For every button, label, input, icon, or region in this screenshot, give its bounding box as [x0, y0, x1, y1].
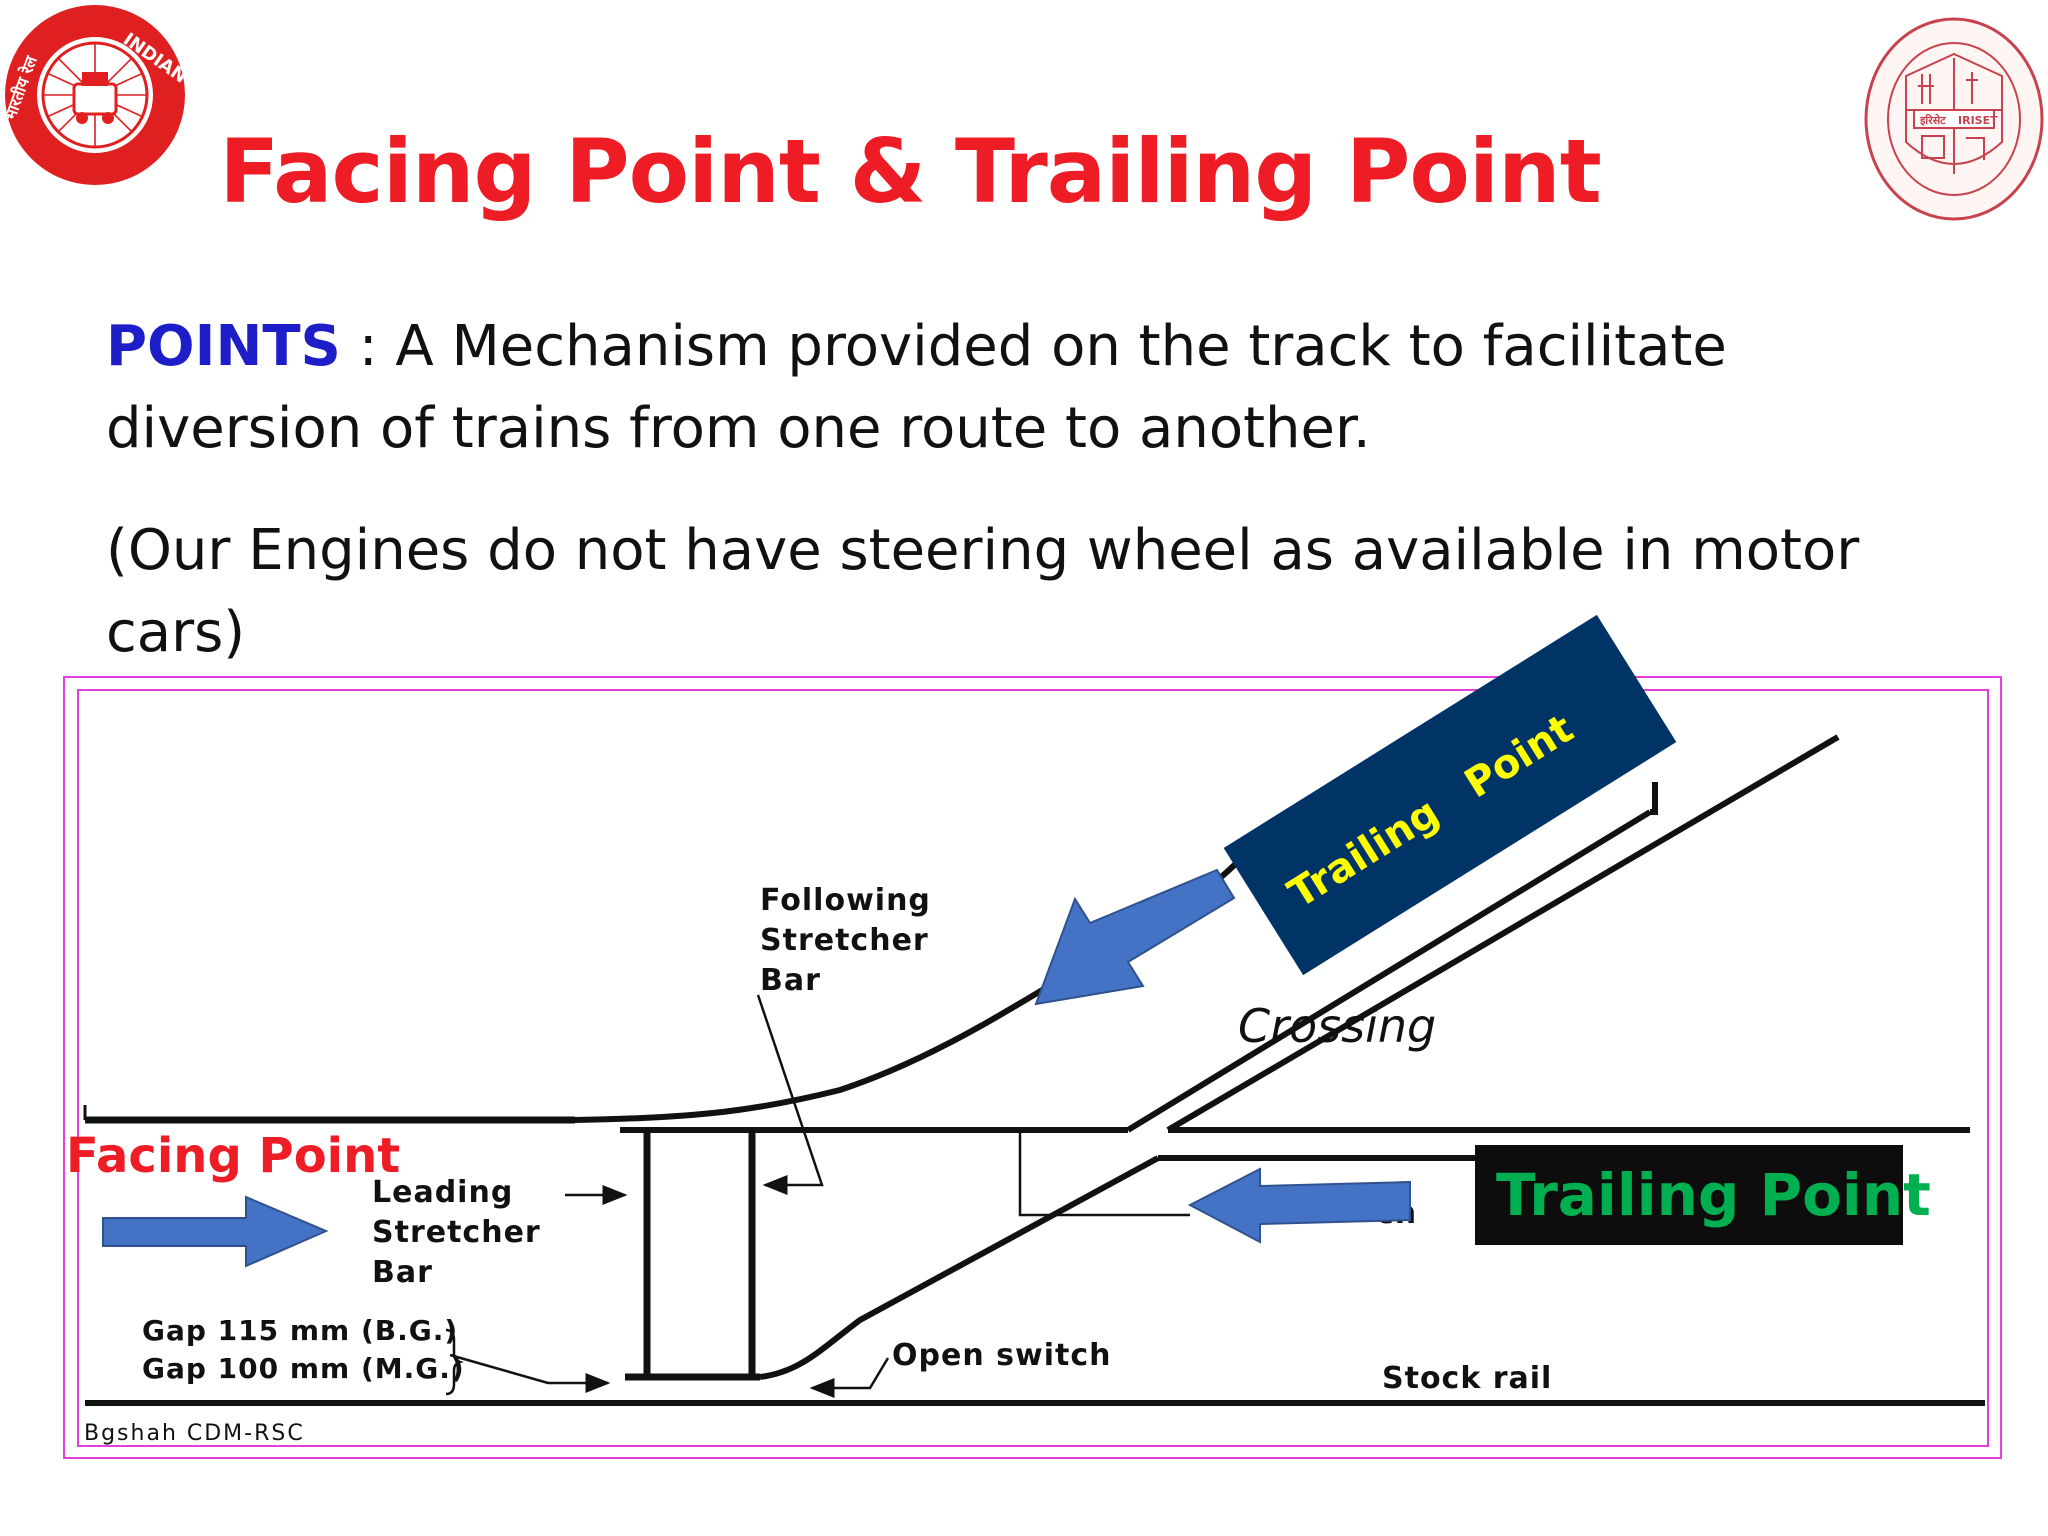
right-logo-hindi: इरिसेट — [1919, 113, 1946, 127]
trailing-direction-arrow-upper — [1034, 868, 1236, 1006]
leading-bar-label-2: Stretcher — [372, 1215, 541, 1250]
following-bar-label-2: Stretcher — [760, 923, 929, 958]
iriset-logo: इरिसेट IRISET — [1862, 14, 2046, 224]
trailing-point-callout: Trailing Point — [1496, 1161, 1931, 1229]
following-bar-label-3: Bar — [760, 963, 821, 998]
right-logo-text: IRISET — [1958, 114, 1998, 127]
crossing-rail-b — [1166, 734, 1840, 1133]
crossing-label: Crossing — [1238, 999, 1436, 1053]
points-term: POINTS — [106, 314, 341, 379]
leading-bar-label-3: Bar — [372, 1255, 433, 1290]
points-definition-text: : A Mechanism provided on the track to f… — [106, 314, 1727, 461]
trailing-point-black-box — [1475, 1145, 1903, 1245]
switch-linkage — [1018, 1130, 1190, 1217]
following-bar-pointer — [756, 994, 824, 1195]
gap-pointer — [449, 1353, 611, 1393]
credit-label: Bgshah CDM-RSC — [84, 1421, 305, 1446]
gap-bg-label: Gap 115 mm (B.G.) — [142, 1314, 458, 1347]
facing-point-callout: Facing Point — [66, 1128, 400, 1184]
open-switch-pointer — [809, 1357, 890, 1398]
diagram-frame-inner — [77, 689, 1989, 1447]
track-rails — [83, 734, 1985, 1406]
trailing-direction-arrow-lower — [1187, 1167, 1411, 1244]
slide-title: Facing Point & Trailing Point — [219, 120, 1602, 223]
gap-brace — [445, 1328, 464, 1396]
crossing-rail-a — [1126, 809, 1652, 1133]
points-definition: POINTS : A Mechanism provided on the tra… — [106, 306, 1886, 470]
engines-note: (Our Engines do not have steering wheel … — [106, 518, 1860, 665]
trailing-point-navy-box: Trailing Point — [1223, 614, 1677, 976]
leading-bar-label-1: Leading — [372, 1175, 513, 1210]
open-switch-rail — [759, 1155, 1160, 1380]
diagram-frame-outer — [63, 676, 2002, 1459]
crossing-rail-a-end — [1650, 782, 1658, 815]
following-bar-label-1: Following — [760, 883, 931, 918]
stock-rail-label: Stock rail — [1382, 1361, 1552, 1396]
open-switch-label: Open switch — [892, 1338, 1111, 1373]
gap-mg-label: Gap 100 mm (M.G.) — [142, 1352, 465, 1385]
facing-direction-arrow — [102, 1195, 329, 1268]
